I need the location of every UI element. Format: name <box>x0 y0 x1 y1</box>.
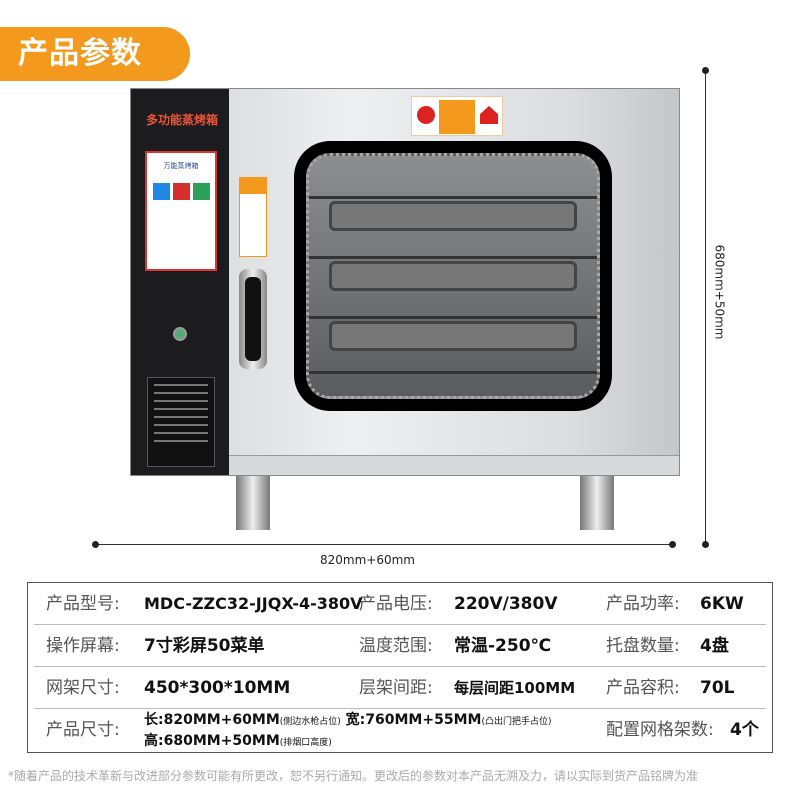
oven-leg <box>236 476 270 530</box>
length-note: (侧边水枪占位) <box>279 717 341 727</box>
tray <box>329 261 577 291</box>
spec-key: 托盘数量: <box>606 636 680 656</box>
warning-icon <box>439 100 475 134</box>
rack <box>309 371 597 374</box>
spec-row: 产品型号: MDC-ZZC32-JJQX-4-380V 产品电压: 220V/3… <box>34 583 766 625</box>
rack <box>309 196 597 199</box>
screen-title: 万能蒸烤箱 <box>163 162 199 170</box>
touch-screen: 万能蒸烤箱 <box>145 151 217 271</box>
door-sticker <box>239 177 267 257</box>
rack <box>309 256 597 259</box>
oven-product-image: 多功能蒸烤箱 万能蒸烤箱 <box>130 88 680 476</box>
temperature-icon <box>480 106 498 124</box>
instruction-label <box>147 377 215 467</box>
width-value: 宽:760MM+55MM <box>345 712 482 728</box>
spec-value: MDC-ZZC32-JJQX-4-380V <box>144 594 363 613</box>
footnote: *随着产品的技术革新与改进部分参数可能有所更改，恕不另行通知。更改后的参数对本产… <box>8 769 699 783</box>
spec-row: 产品尺寸: 长:820MM+60MM(侧边水枪占位) 宽:760MM+55MM(… <box>34 709 766 751</box>
tray <box>329 201 577 231</box>
steam-icon <box>152 183 170 200</box>
section-title: 产品参数 <box>0 27 190 81</box>
height-value: 高:680MM+50MM <box>144 733 280 749</box>
spec-value: 7寸彩屏50菜单 <box>144 636 265 656</box>
spec-value: 常温-250℃ <box>454 636 552 656</box>
oven-leg <box>580 476 614 530</box>
spec-value: 70L <box>700 678 735 698</box>
height-dimension-line <box>702 67 709 548</box>
spec-key: 层架间距: <box>359 678 433 698</box>
height-dimension-label: 680mm+50mm <box>712 244 727 340</box>
width-dimension-label: 820mm+60mm <box>320 553 415 567</box>
spec-value: 6KW <box>700 594 744 614</box>
spec-value: 4盘 <box>700 636 729 656</box>
door-handle <box>239 269 267 369</box>
oven-window <box>294 141 612 411</box>
spec-key: 产品尺寸: <box>46 720 120 740</box>
chart-icon <box>192 183 210 200</box>
mode-tiles <box>147 183 215 200</box>
spec-value: 220V/380V <box>454 594 558 614</box>
control-panel: 多功能蒸烤箱 万能蒸烤箱 <box>131 89 229 475</box>
spec-value: 4个 <box>730 720 759 740</box>
width-note: (凸出门把手占位) <box>481 717 552 727</box>
spec-key: 操作屏幕: <box>46 636 120 656</box>
tray <box>329 321 577 351</box>
length-value: 长:820MM+60MM <box>144 712 280 728</box>
width-dimension-line <box>92 541 676 548</box>
bottom-strip <box>229 455 679 475</box>
glass <box>306 153 600 399</box>
spec-key: 温度范围: <box>359 636 433 656</box>
spec-value: 每层间距100MM <box>454 679 576 697</box>
size-values: 长:820MM+60MM(侧边水枪占位) 宽:760MM+55MM(凸出门把手占… <box>144 711 551 753</box>
panel-title: 多功能蒸烤箱 <box>145 113 218 127</box>
spec-key: 产品容积: <box>606 678 680 698</box>
spec-row: 操作屏幕: 7寸彩屏50菜单 温度范围: 常温-250℃ 托盘数量: 4盘 <box>34 625 766 667</box>
spec-value: 450*300*10MM <box>144 678 291 698</box>
spec-table: 产品型号: MDC-ZZC32-JJQX-4-380V 产品电压: 220V/3… <box>27 582 773 753</box>
spec-key: 网架尺寸: <box>46 678 120 698</box>
spec-key: 产品电压: <box>359 594 433 614</box>
height-note: (排烟口高度) <box>279 738 332 748</box>
spec-key: 配置网格架数: <box>606 720 714 740</box>
spec-row: 网架尺寸: 450*300*10MM 层架间距: 每层间距100MM 产品容积:… <box>34 667 766 709</box>
power-knob <box>173 327 187 341</box>
spec-key: 产品型号: <box>46 594 120 614</box>
warning-label <box>411 96 503 136</box>
rack <box>309 316 597 319</box>
spec-key: 产品功率: <box>606 594 680 614</box>
fire-icon <box>172 183 190 200</box>
hot-icon <box>417 106 435 124</box>
